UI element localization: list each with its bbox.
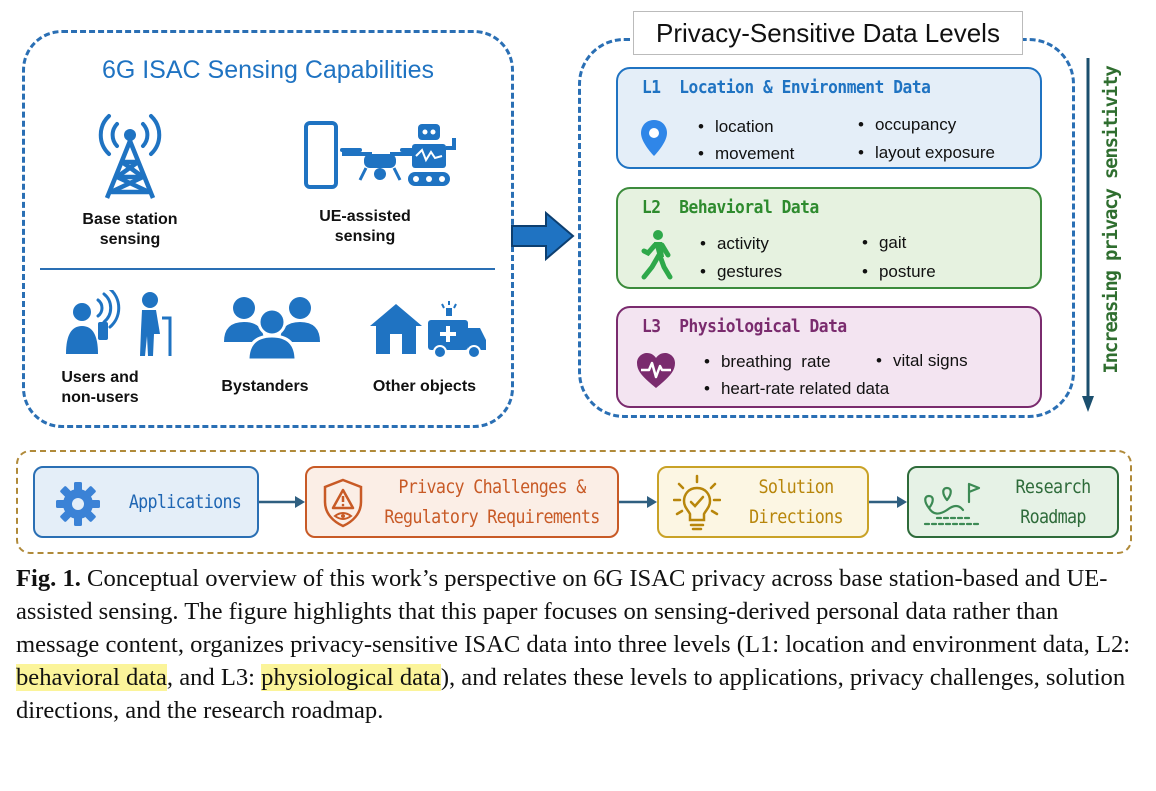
flow-arrow-2 bbox=[619, 496, 657, 508]
flow-applications: Applications bbox=[33, 466, 259, 538]
heart-rate-icon bbox=[637, 353, 675, 388]
house-ambulance-icon bbox=[370, 301, 486, 358]
l1-item-movement: movement bbox=[698, 144, 794, 164]
flow-panel bbox=[16, 450, 1132, 554]
levels-title: Privacy-Sensitive Data Levels bbox=[633, 11, 1023, 55]
level-l1-card: L1 Location & Environment Data location … bbox=[616, 67, 1042, 169]
figure-caption: Fig. 1. Conceptual overview of this work… bbox=[16, 562, 1144, 727]
caption-text-1: Conceptual overview of this work’s persp… bbox=[16, 565, 1131, 658]
caption-text-3: ), and relates these levels to applicati… bbox=[16, 664, 1126, 724]
flow-arrow-1 bbox=[259, 496, 305, 508]
bystanders-icon bbox=[224, 297, 320, 362]
l1-item-layout-exposure: layout exposure bbox=[858, 143, 995, 163]
flow-privacy-challenges: Privacy Challenges &Regulatory Requireme… bbox=[305, 466, 619, 538]
level-l3-card: L3 Physiological Data breathing rate hea… bbox=[616, 306, 1042, 408]
gear-icon bbox=[56, 482, 100, 526]
l3-item-vital-signs: vital signs bbox=[876, 351, 968, 371]
lightbulb-icon bbox=[673, 474, 721, 531]
caption-highlight-behavioral: behavioral data bbox=[16, 664, 167, 691]
l3-item-breathing-rate: breathing rate bbox=[704, 352, 831, 372]
users-icon bbox=[66, 290, 172, 356]
walking-person-icon bbox=[641, 230, 673, 280]
roadmap-icon bbox=[923, 482, 983, 526]
caption-highlight-physiological: physiological data bbox=[261, 664, 441, 691]
location-pin-icon bbox=[641, 120, 667, 156]
sensitivity-label: Increasing privacy sensitivity bbox=[1100, 66, 1122, 374]
flow-arrow-3 bbox=[869, 496, 907, 508]
other-objects-label: Other objects bbox=[372, 378, 477, 395]
flow-privacy-label: Privacy Challenges &Regulatory Requireme… bbox=[384, 476, 600, 528]
level-l2-card: L2 Behavioral Data activity gestures gai… bbox=[616, 187, 1042, 289]
arrow-right-icon bbox=[511, 210, 575, 262]
level-l3-title: L3 Physiological Data bbox=[642, 316, 847, 337]
l2-item-gait: gait bbox=[862, 233, 906, 253]
l3-item-heart-rate: heart-rate related data bbox=[704, 379, 889, 399]
l1-item-location: location bbox=[698, 117, 774, 137]
shield-warning-icon bbox=[323, 478, 363, 528]
cell-tower-icon bbox=[98, 114, 162, 199]
caption-text-2: , and L3: bbox=[166, 664, 262, 691]
l1-item-occupancy: occupancy bbox=[858, 115, 956, 135]
l2-item-activity: activity bbox=[700, 234, 769, 254]
caption-fig-label: Fig. 1. bbox=[16, 565, 81, 592]
level-l2-title: L2 Behavioral Data bbox=[642, 197, 819, 218]
flow-applications-label: Applications bbox=[128, 491, 242, 513]
phone-drone-robot-icon bbox=[304, 121, 456, 189]
bystanders-label: Bystanders bbox=[221, 378, 309, 395]
sensitivity-arrow-icon bbox=[1082, 58, 1094, 412]
l2-item-posture: posture bbox=[862, 262, 936, 282]
capabilities-divider bbox=[40, 268, 495, 270]
level-l1-title: L1 Location & Environment Data bbox=[642, 77, 931, 98]
l2-item-gestures: gestures bbox=[700, 262, 782, 282]
capabilities-title: 6G ISAC Sensing Capabilities bbox=[101, 56, 435, 84]
